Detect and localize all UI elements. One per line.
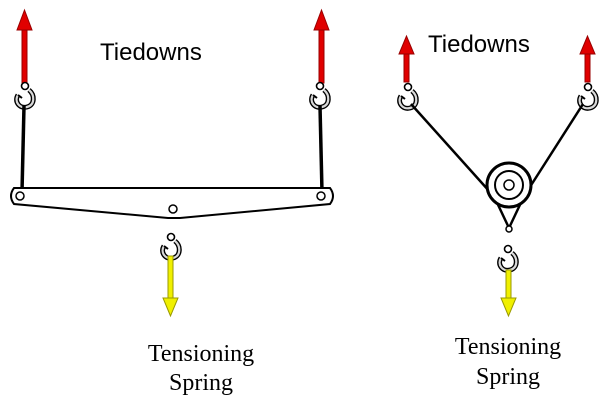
right-caption-line2: Spring [476, 364, 540, 390]
hook-icon [312, 83, 329, 108]
left-caption-line2: Spring [169, 370, 233, 396]
hook-icon [163, 234, 180, 259]
arrow-up-icon [313, 8, 330, 84]
arrow-down-icon [162, 255, 179, 318]
right-title: Tiedowns [428, 31, 530, 58]
arrow-up-icon [16, 8, 33, 84]
hook-icon [17, 83, 34, 108]
right-diagram: Tiedowns Tensioning Spring [399, 31, 596, 390]
left-diagram: Tiedowns Tensioning Spring [10, 8, 334, 396]
hook-icon [400, 84, 417, 109]
arrow-up-icon [579, 34, 596, 83]
spreader-bar-icon [10, 187, 334, 219]
hook-icon [500, 246, 517, 271]
left-caption-line1: Tensioning [148, 341, 254, 367]
pulley-icon [485, 161, 533, 233]
left-title: Tiedowns [100, 39, 202, 66]
arrow-up-icon [398, 34, 415, 83]
arrow-down-icon [500, 269, 517, 318]
right-caption-line1: Tensioning [455, 334, 561, 360]
